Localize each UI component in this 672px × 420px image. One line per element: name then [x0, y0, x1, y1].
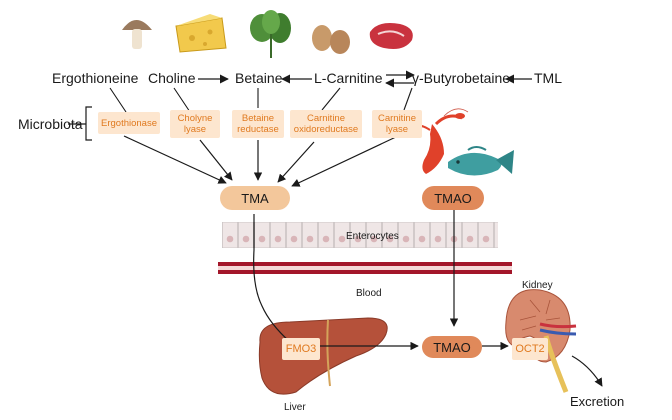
ergothioneine-label: Ergothioneine [52, 70, 139, 86]
gamma-butyrobetaine-label: γ-Butyrobetaine [412, 70, 511, 86]
enterocytes-label: Enterocytes [346, 231, 399, 242]
enzyme-choline-lyase: Cholyne lyase [170, 110, 220, 138]
enzyme-ergothionase: Ergothionase [98, 112, 160, 134]
enzyme-carnitine-oxidoreductase: Carnitine oxidoreductase [290, 110, 362, 138]
lobster-icon [409, 108, 469, 174]
tma-pill: TMA [220, 186, 290, 210]
liver-label: Liver [284, 402, 306, 413]
l-carnitine-label: L-Carnitine [314, 70, 383, 86]
choline-label: Choline [148, 70, 196, 86]
blood-label: Blood [356, 288, 382, 299]
liver-icon [258, 317, 388, 395]
tmao-gut-pill: TMAO [422, 186, 484, 210]
enzyme-betaine-reductase: Betaine reductase [232, 110, 284, 138]
fmo3-box: FMO3 [282, 338, 320, 360]
betaine-label: Betaine [235, 70, 283, 86]
spinach-icon [250, 10, 291, 58]
eggs-icon [312, 25, 350, 54]
mushroom-icon [122, 20, 152, 49]
fish-icon [448, 146, 514, 176]
kidney-label: Kidney [522, 280, 553, 291]
cheese-icon [175, 14, 227, 53]
enzyme-carnitine-lyase: Carnitine lyase [372, 110, 422, 138]
microbiota-label: Microbiota [18, 116, 83, 132]
oct2-box: OCT2 [512, 338, 548, 360]
tmao-liver-pill: TMAO [422, 336, 482, 358]
tml-label: TML [534, 70, 562, 86]
excretion-label: Excretion [570, 394, 625, 409]
red-meat-icon [369, 23, 413, 49]
